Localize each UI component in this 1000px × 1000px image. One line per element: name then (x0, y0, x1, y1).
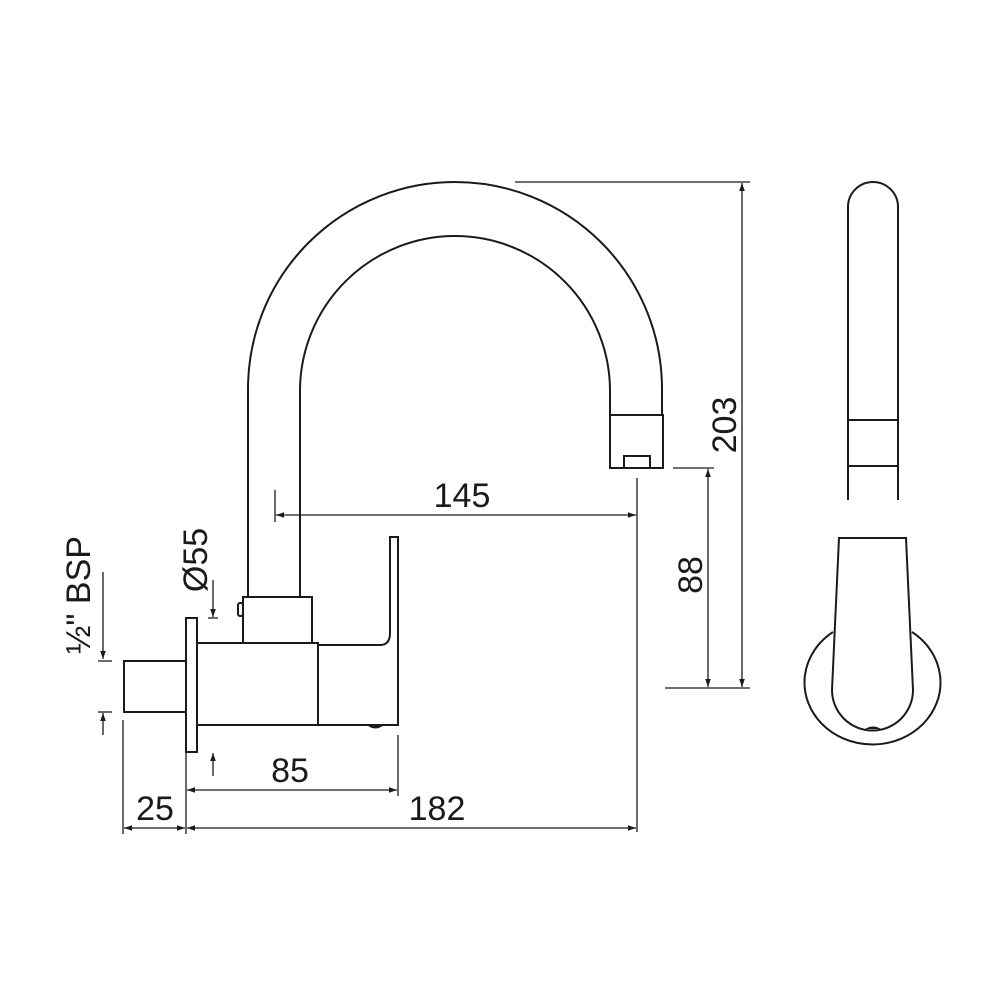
spout-nozzle (609, 414, 664, 469)
aerator (623, 455, 651, 469)
dimension-lines: 145 203 88 85 182 25 Ø55 ½" BSP (60, 181, 750, 834)
bsp-standard: BSP (60, 536, 98, 604)
dim-145-label: 145 (434, 477, 491, 515)
wall-flange (185, 617, 198, 753)
dim-182-label: 182 (409, 790, 466, 828)
lever-handle (318, 536, 399, 726)
dim-25-label: 25 (136, 790, 174, 828)
side-view (803, 181, 942, 746)
inlet-pipe (123, 660, 187, 713)
dim-88-label: 88 (672, 556, 710, 594)
dim-85-label: 85 (271, 752, 309, 790)
bsp-label: ½" BSP (60, 536, 98, 654)
dim-55-label: Ø55 (177, 528, 215, 592)
side-bottom-bump (865, 726, 881, 729)
body-bottom-bump (367, 725, 384, 729)
collar (242, 596, 313, 644)
collar-nub (237, 602, 244, 617)
valve-body (196, 642, 319, 726)
side-nozzle-band (847, 419, 899, 467)
dim-203-label: 203 (706, 397, 744, 454)
side-flange-disc (803, 631, 942, 746)
side-valve-body (830, 537, 915, 732)
side-spout (847, 181, 899, 500)
front-view (123, 181, 664, 753)
spout-outline (247, 181, 663, 598)
bsp-fraction: ½" (60, 614, 98, 654)
